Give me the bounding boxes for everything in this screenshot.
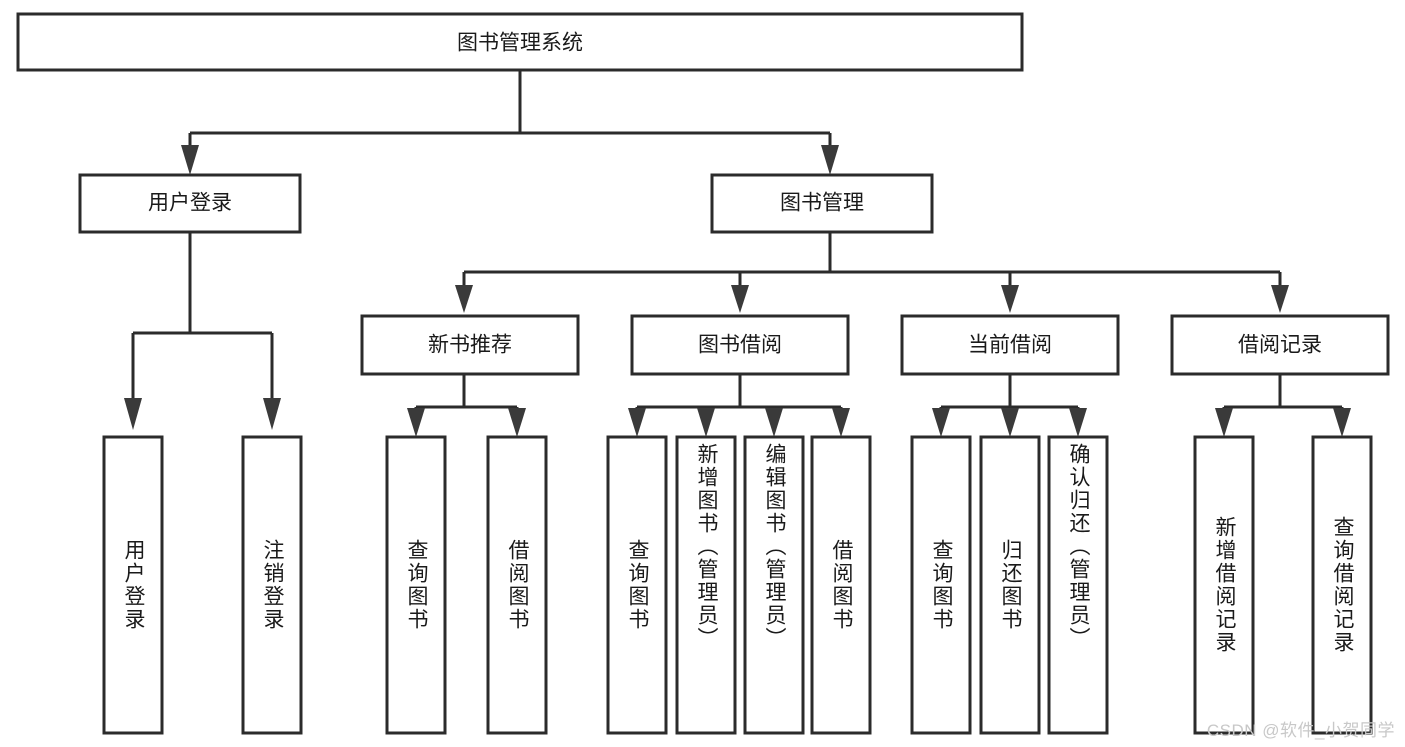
node-user-login[interactable]: 用户登录 xyxy=(78,173,302,234)
node-leaf-cb-query-book[interactable] xyxy=(910,435,972,735)
node-book-borrow[interactable]: 图书借阅 xyxy=(630,314,850,376)
arrow-head-ul-leaf-1 xyxy=(124,398,142,430)
node-leaf-bb-edit-book[interactable] xyxy=(743,435,805,735)
arrow-head-bb-leaf-2 xyxy=(697,408,715,437)
node-borrow-record[interactable]: 借阅记录 xyxy=(1170,314,1390,376)
node-leaf-logout-box[interactable] xyxy=(241,435,303,735)
arrow-head-borrow-record xyxy=(1271,285,1289,313)
node-current-borrow-box[interactable] xyxy=(900,314,1120,376)
node-leaf-bb-query-book[interactable] xyxy=(606,435,668,735)
node-new-book-recommend[interactable]: 新书推荐 xyxy=(360,314,580,376)
node-root[interactable]: 图书管理系统 xyxy=(16,12,1024,72)
arrow-head-bb-leaf-1 xyxy=(628,408,646,437)
node-leaf-br-query-record-box[interactable] xyxy=(1311,435,1373,735)
arrow-head-ul-leaf-2 xyxy=(263,398,281,430)
node-leaf-cb-confirm-return[interactable] xyxy=(1047,435,1109,735)
node-borrow-record-label: 借阅记录 xyxy=(1238,334,1322,357)
arrow-head-nb-leaf-1 xyxy=(407,408,425,437)
node-leaf-bb-add-book[interactable] xyxy=(675,435,737,735)
node-leaf-nb-borrow-book-box[interactable] xyxy=(486,435,548,735)
arrow-head-cb-leaf-1 xyxy=(932,408,950,437)
arrow-head-br-leaf-2 xyxy=(1333,408,1351,437)
arrow-head-book-borrow xyxy=(731,285,749,313)
node-leaf-bb-query-book-box[interactable] xyxy=(606,435,668,735)
node-leaf-cb-return-book-box[interactable] xyxy=(979,435,1041,735)
node-root-box[interactable] xyxy=(16,12,1024,72)
arrow-head-cb-leaf-3 xyxy=(1069,408,1087,437)
node-leaf-br-add-record-box[interactable] xyxy=(1193,435,1255,735)
node-leaf-br-query-record[interactable] xyxy=(1311,435,1373,735)
node-book-borrow-label: 图书借阅 xyxy=(698,334,782,357)
watermark-text: CSDN @软件_小贺同学 xyxy=(1206,721,1395,740)
arrow-head-bb-leaf-3 xyxy=(765,408,783,437)
connector-group xyxy=(124,70,1351,437)
node-current-borrow-label: 当前借阅 xyxy=(968,334,1052,357)
node-new-book-recommend-label: 新书推荐 xyxy=(428,334,512,357)
node-leaf-nb-query-book-box[interactable] xyxy=(385,435,447,735)
arrow-head-bb-leaf-4 xyxy=(832,408,850,437)
node-leaf-br-add-record[interactable] xyxy=(1193,435,1255,735)
node-leaf-user-login[interactable] xyxy=(102,435,164,735)
arrow-head-current-borrow xyxy=(1001,285,1019,313)
node-leaf-bb-borrow-book[interactable] xyxy=(810,435,872,735)
node-user-login-label: 用户登录 xyxy=(148,192,232,215)
node-current-borrow[interactable]: 当前借阅 xyxy=(900,314,1120,376)
arrow-head-nb-leaf-2 xyxy=(508,408,526,437)
node-book-management-box[interactable] xyxy=(710,173,934,234)
node-leaf-bb-edit-book-box[interactable] xyxy=(743,435,805,735)
arrow-head-cb-leaf-2 xyxy=(1001,408,1019,437)
node-new-book-recommend-box[interactable] xyxy=(360,314,580,376)
node-borrow-record-box[interactable] xyxy=(1170,314,1390,376)
node-leaf-cb-query-book-box[interactable] xyxy=(910,435,972,735)
node-leaf-nb-borrow-book[interactable] xyxy=(486,435,548,735)
node-user-login-box[interactable] xyxy=(78,173,302,234)
node-leaf-cb-confirm-return-box[interactable] xyxy=(1047,435,1109,735)
node-leaf-cb-return-book[interactable] xyxy=(979,435,1041,735)
node-leaf-user-login-box[interactable] xyxy=(102,435,164,735)
node-leaf-bb-borrow-book-box[interactable] xyxy=(810,435,872,735)
node-leaf-nb-query-book[interactable] xyxy=(385,435,447,735)
node-root-label: 图书管理系统 xyxy=(457,32,583,55)
arrow-head-user-login xyxy=(181,145,199,175)
arrow-head-new-book xyxy=(455,285,473,313)
arrow-head-br-leaf-1 xyxy=(1215,408,1233,437)
node-book-management-label: 图书管理 xyxy=(780,192,864,215)
node-book-management[interactable]: 图书管理 xyxy=(710,173,934,234)
node-leaf-logout[interactable] xyxy=(241,435,303,735)
node-book-borrow-box[interactable] xyxy=(630,314,850,376)
node-leaf-bb-add-book-box[interactable] xyxy=(675,435,737,735)
arrow-head-book-mgmt xyxy=(821,145,839,175)
